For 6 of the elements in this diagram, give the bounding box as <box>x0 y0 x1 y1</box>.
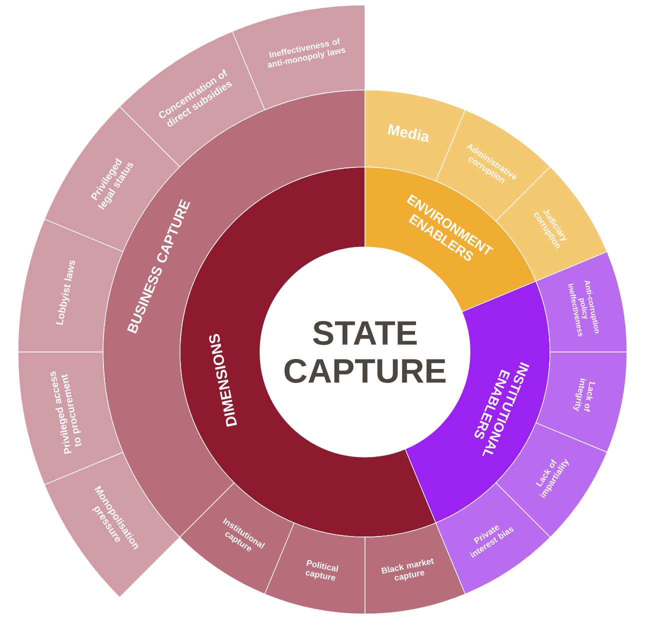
ring-segment: Media <box>364 90 466 182</box>
ring-segment: Lack of integrity <box>536 352 628 453</box>
ring-segment: Political capture <box>264 522 366 614</box>
ring-segment: Lobbyist laws <box>18 218 124 352</box>
ring-segment: Black market capture <box>364 522 466 614</box>
node-label: Political capture <box>306 560 338 581</box>
